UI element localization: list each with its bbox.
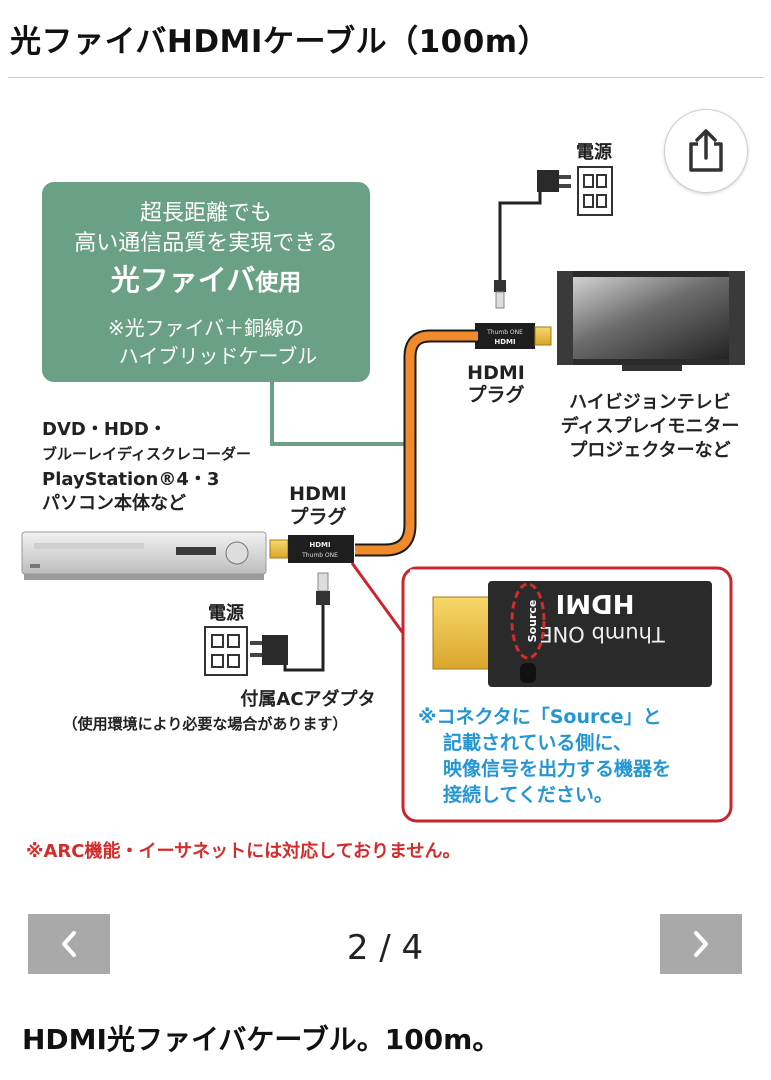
connector-note-line1: ※コネクタに「Source」と: [418, 705, 662, 728]
chevron-right-icon: [694, 931, 708, 957]
callout-note2: ハイブリッドケーブル: [119, 344, 317, 368]
ac-adapter-top-icon: [494, 170, 571, 309]
callout-connector-line: [270, 380, 406, 446]
connector-closeup-logo: HDMI: [556, 588, 635, 618]
hdmi-plug-top-label1: HDMI: [467, 362, 525, 384]
tv-label3: プロジェクターなど: [569, 439, 730, 461]
tv-label1: ハイビジョンテレビ: [569, 392, 731, 413]
source-highlight-mark: [510, 582, 546, 660]
wall-outlet-top-icon: [577, 166, 613, 216]
hdmi-connector-left-icon: HDMI Thumb ONE: [269, 535, 354, 563]
connector-top-logo: HDMI: [494, 338, 515, 346]
share-button[interactable]: [664, 109, 748, 193]
tv-icon: [557, 271, 745, 371]
wall-outlet-left-icon: [204, 626, 248, 676]
callout-line1: 超長距離でも: [140, 201, 272, 226]
connector-note-line4: 接続してください。: [443, 783, 613, 806]
connector-closeup-source: Source: [526, 600, 539, 643]
connector-left-logo: HDMI: [309, 541, 330, 549]
connector-closeup-icon: HDMI Thumb ONE Source: [432, 581, 712, 687]
feature-callout-box: [42, 182, 370, 382]
hdmi-connector-top-icon: Thumb ONE HDMI: [475, 323, 552, 349]
page-title: 光ファイバHDMIケーブル（100m）: [10, 24, 550, 60]
share-icon: [689, 129, 723, 172]
adapter-label1: 付属ACアダプタ: [240, 688, 375, 710]
prev-image-button[interactable]: [28, 914, 110, 974]
connector-note-line2: 記載されている側に、: [443, 731, 632, 754]
callout-line2: 高い通信品質を実現できる: [74, 231, 338, 256]
next-image-button[interactable]: [660, 914, 742, 974]
power-label-left: 電源: [208, 602, 244, 624]
hdmi-plug-left-label1: HDMI: [289, 483, 347, 505]
source-device-label1: DVD・HDD・: [42, 419, 167, 440]
power-label-top: 電源: [576, 141, 612, 163]
product-diagram-image: 超長距離でも 高い通信品質を実現できる 光ファイバ使用 ※光ファイバ＋銅線の ハ…: [21, 141, 745, 862]
hdmi-plug-left-label2: プラグ: [289, 505, 346, 528]
connector-top-brand: Thumb ONE: [486, 329, 523, 336]
connector-left-brand: Thumb ONE: [301, 552, 338, 559]
title-divider: [8, 77, 763, 78]
callout-line3-bold: 光ファイバ: [111, 263, 255, 297]
callout-line3-rest: 使用: [254, 270, 301, 296]
source-device-label3: PlayStation®4・3: [42, 469, 219, 490]
chevron-left-icon: [62, 931, 76, 957]
arc-warning-text: ※ARC機能・イーサネットには対応しておりません。: [26, 840, 461, 862]
adapter-label2: （使用環境により必要な場合があります）: [63, 715, 348, 733]
hdmi-plug-top-label2: プラグ: [467, 383, 524, 406]
source-device-label2: ブルーレイディスクレコーダー: [42, 445, 251, 463]
connector-closeup-brand: Thumb ONE: [539, 622, 665, 646]
source-device-label4: パソコン本体など: [42, 492, 186, 514]
image-pager-indicator: 2 / 4: [346, 928, 424, 968]
callout-note1: ※光ファイバ＋銅線の: [108, 316, 304, 340]
ac-adapter-bottom-icon: [250, 572, 330, 672]
callout-line3: 光ファイバ使用: [111, 263, 301, 297]
tv-label2: ディスプレイモニター: [561, 415, 740, 437]
image-caption: HDMI光ファイバケーブル。100m。: [22, 1023, 501, 1056]
recorder-deck-icon: [21, 531, 267, 580]
connector-note-line3: 映像信号を出力する機器を: [443, 757, 671, 780]
